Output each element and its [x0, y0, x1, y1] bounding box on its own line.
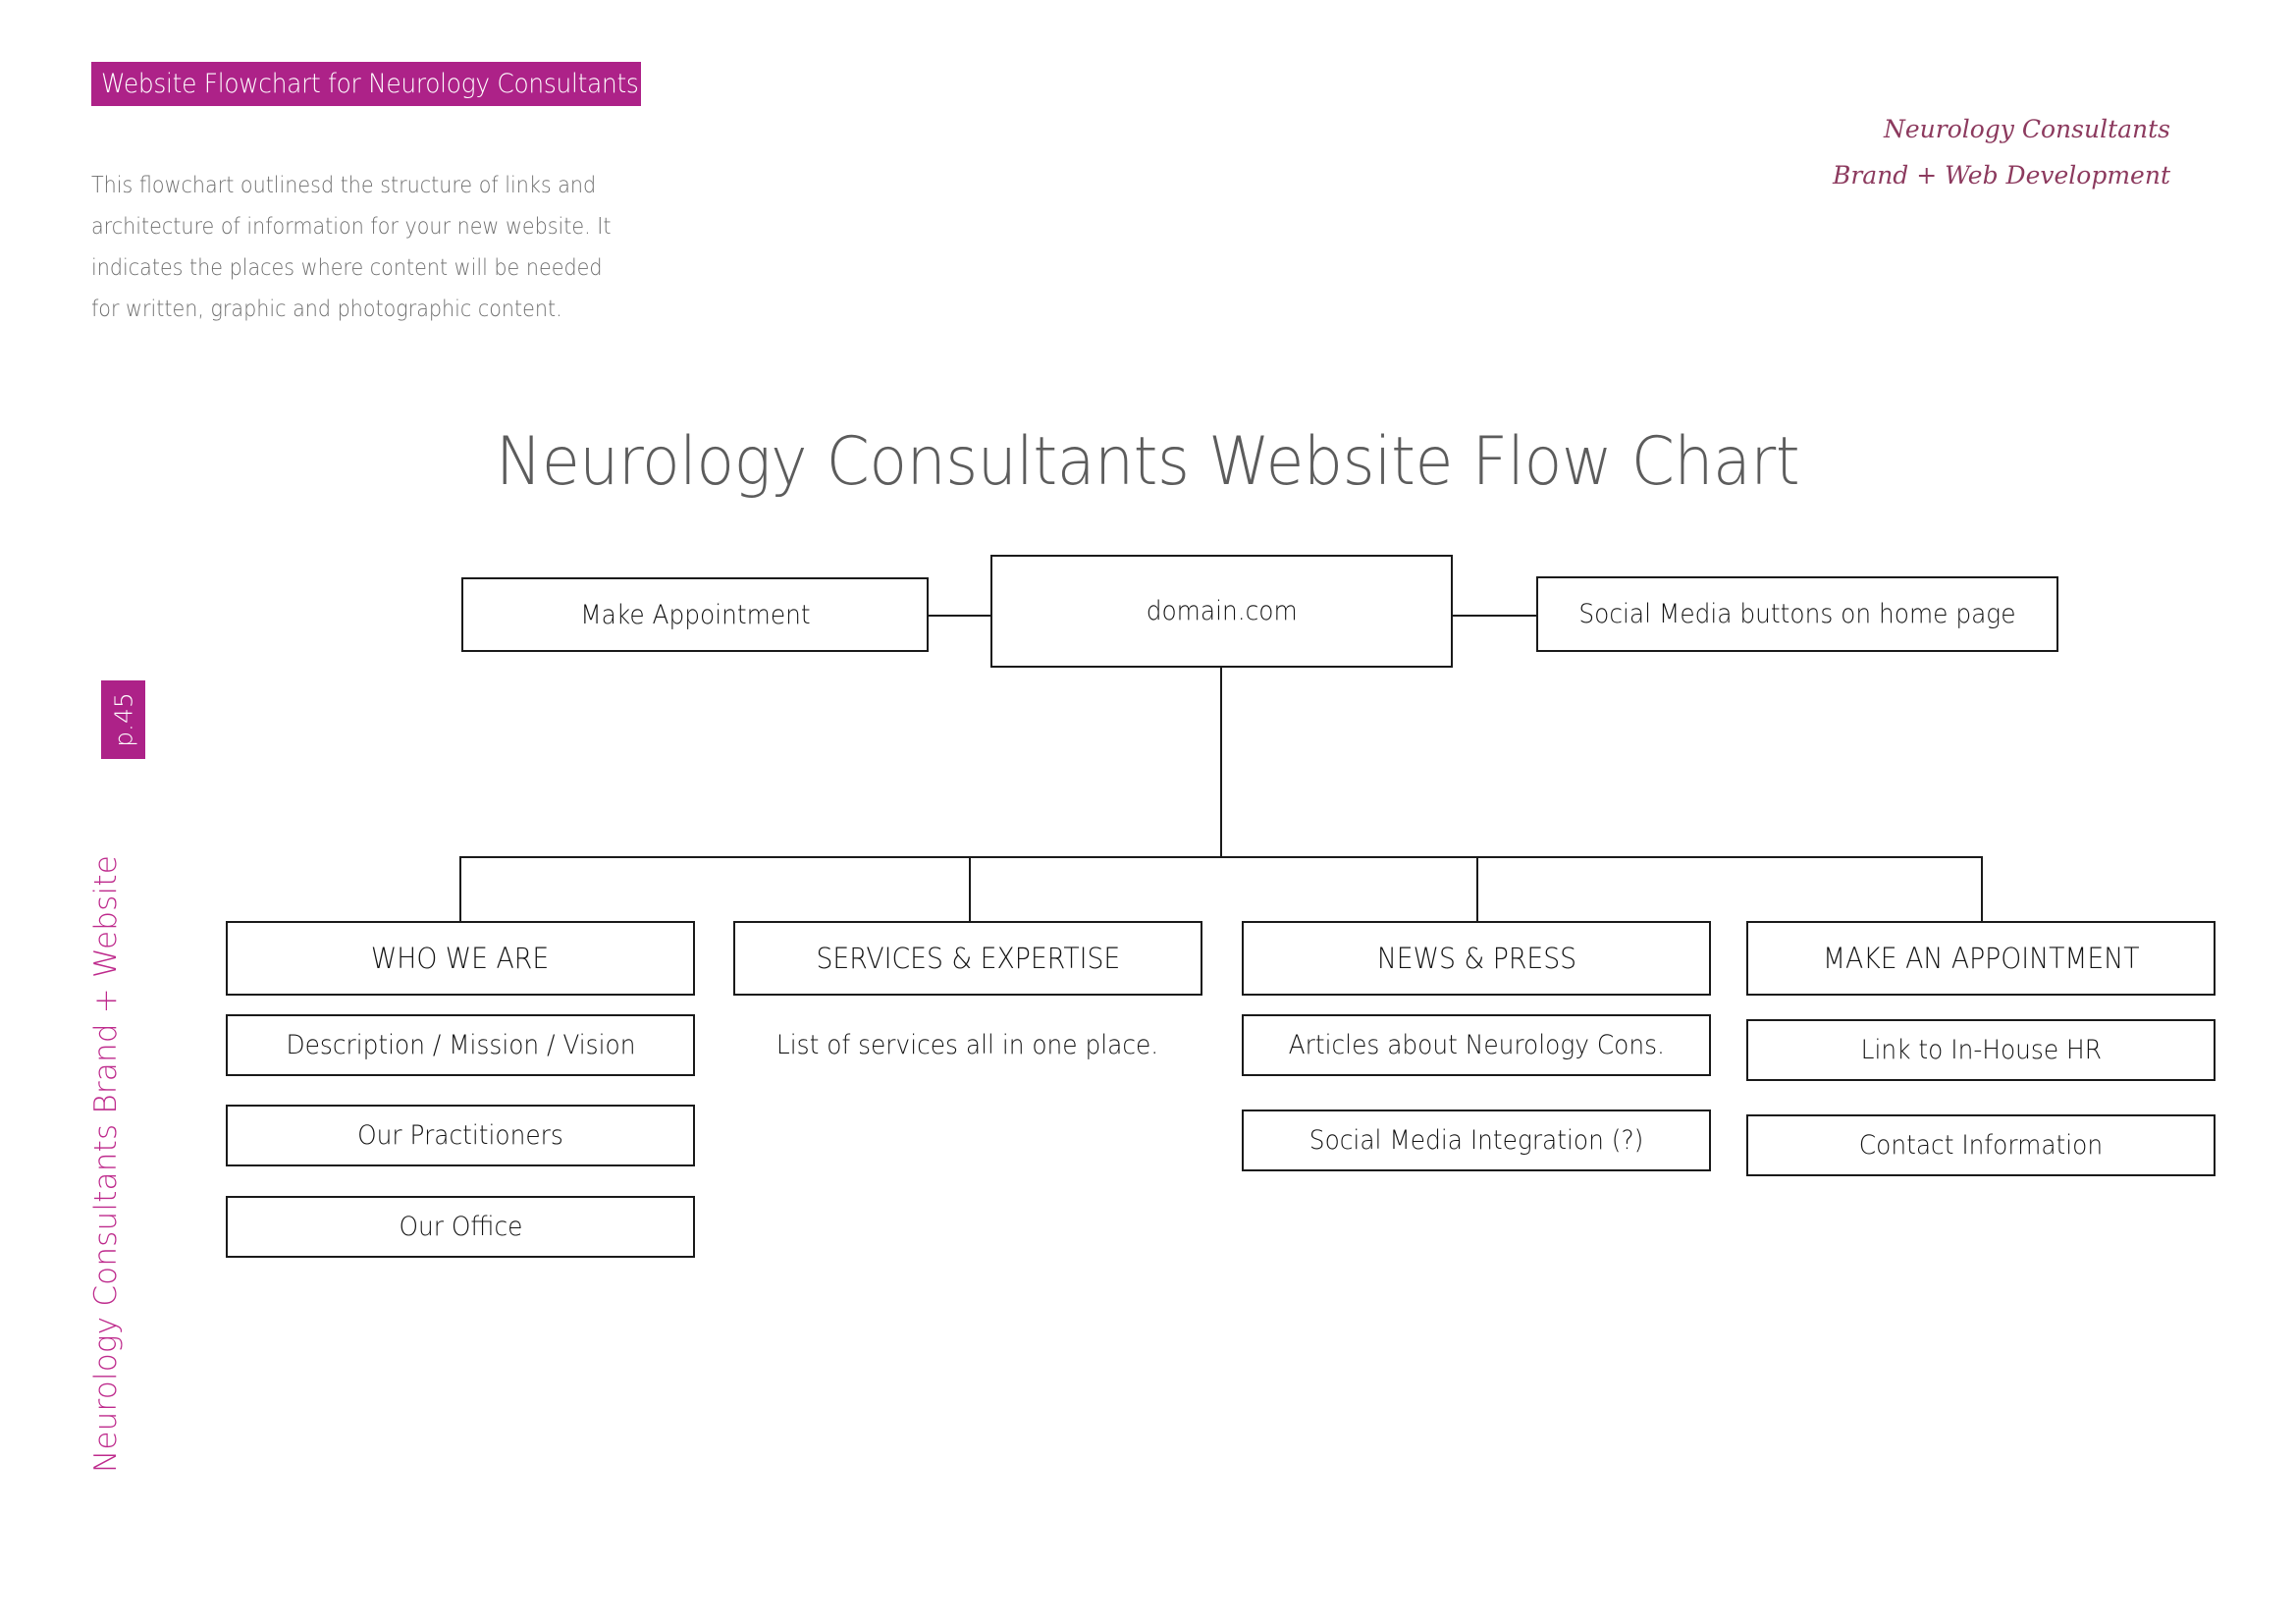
node-make-appointment[interactable]: Make Appointment — [461, 577, 929, 652]
node-contact-information-label: Contact Information — [1858, 1130, 2104, 1161]
node-our-office[interactable]: Our Office — [226, 1196, 695, 1258]
node-articles-about-neurology[interactable]: Articles about Neurology Cons. — [1242, 1014, 1711, 1076]
connector-drop-make-appointment — [1981, 856, 1983, 922]
node-articles-about-neurology-label: Articles about Neurology Cons. — [1288, 1030, 1665, 1060]
brand-line-2: Brand + Web Development — [1832, 161, 2170, 189]
node-link-to-in-house-hr-label: Link to In-House HR — [1860, 1035, 2102, 1065]
node-social-media-integration-label: Social Media Integration (?) — [1308, 1125, 1644, 1156]
brand-line-1: Neurology Consultants — [1883, 115, 2170, 143]
intro-paragraph: This flowchart outlinesd the structure o… — [91, 173, 612, 322]
node-list-of-services: List of services all in one place. — [733, 1014, 1202, 1076]
node-our-practitioners-label: Our Practitioners — [357, 1120, 563, 1151]
node-social-media-buttons[interactable]: Social Media buttons on home page — [1536, 576, 2058, 652]
connector-drop-who-we-are — [459, 856, 461, 922]
flowchart-title-text: Neurology Consultants Website Flow Chart — [496, 422, 1800, 501]
node-our-practitioners[interactable]: Our Practitioners — [226, 1105, 695, 1166]
connector-horizontal-bus — [459, 856, 1983, 858]
flowchart-title: Neurology Consultants Website Flow Chart — [0, 423, 2296, 501]
connector-root-to-right — [1452, 615, 1537, 617]
node-domain-root[interactable]: domain.com — [990, 555, 1453, 668]
connector-root-to-left — [927, 615, 991, 617]
node-list-of-services-label: List of services all in one place. — [776, 1030, 1159, 1060]
node-category-news-press-label: NEWS & PRESS — [1376, 942, 1576, 975]
node-domain-root-label: domain.com — [1146, 596, 1298, 626]
node-category-make-an-appointment[interactable]: MAKE AN APPOINTMENT — [1746, 921, 2216, 996]
node-contact-information[interactable]: Contact Information — [1746, 1114, 2216, 1176]
node-category-who-we-are[interactable]: WHO WE ARE — [226, 921, 695, 996]
node-category-services-expertise[interactable]: SERVICES & EXPERTISE — [733, 921, 1202, 996]
document-header-banner: Website Flowchart for Neurology Consulta… — [91, 62, 641, 106]
node-link-to-in-house-hr[interactable]: Link to In-House HR — [1746, 1019, 2216, 1081]
node-our-office-label: Our Office — [399, 1212, 522, 1242]
brand-mark: Neurology Consultants Brand + Web Develo… — [1833, 106, 2170, 198]
node-description-mission-vision[interactable]: Description / Mission / Vision — [226, 1014, 695, 1076]
connector-drop-news-press — [1476, 856, 1478, 922]
page-number-tab: p.45 — [101, 680, 145, 759]
node-social-media-buttons-label: Social Media buttons on home page — [1578, 599, 2016, 629]
node-make-appointment-label: Make Appointment — [579, 599, 811, 630]
node-category-news-press[interactable]: NEWS & PRESS — [1242, 921, 1711, 996]
node-category-services-expertise-label: SERVICES & EXPERTISE — [816, 942, 1120, 975]
connector-root-stem — [1220, 668, 1222, 858]
node-description-mission-vision-label: Description / Mission / Vision — [285, 1030, 635, 1060]
node-category-make-an-appointment-label: MAKE AN APPOINTMENT — [1822, 942, 2140, 975]
node-social-media-integration[interactable]: Social Media Integration (?) — [1242, 1110, 1711, 1171]
document-header-title: Website Flowchart for Neurology Consulta… — [101, 69, 639, 99]
connector-drop-services — [969, 856, 971, 922]
node-category-who-we-are-label: WHO WE ARE — [371, 942, 550, 975]
